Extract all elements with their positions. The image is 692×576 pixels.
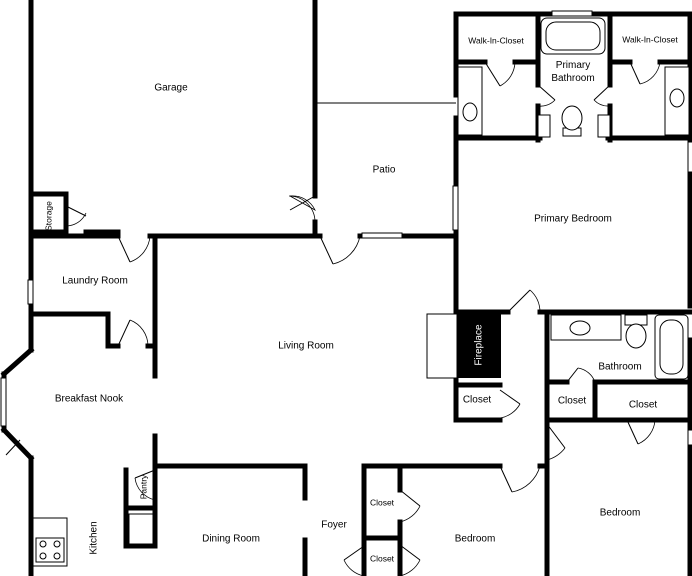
label-garage: Garage: [154, 82, 188, 94]
label-closet-bath-left: Closet: [557, 395, 587, 407]
fixtures: [32, 17, 690, 567]
label-closet-bath-right: Closet: [628, 399, 658, 411]
label-primary-bedroom: Primary Bedroom: [534, 213, 612, 225]
label-bathroom: Bathroom: [598, 361, 642, 373]
label-walk-in-closet-right: Walk-In-Closet: [622, 34, 678, 45]
label-closet-fireplace: Closet: [462, 394, 492, 406]
label-living-room: Living Room: [278, 340, 334, 352]
label-foyer: Foyer: [321, 519, 347, 531]
label-kitchen: Kitchen: [88, 521, 100, 555]
label-bedroom-right: Bedroom: [599, 507, 641, 519]
label-bedroom-middle: Bedroom: [454, 533, 496, 545]
label-patio: Patio: [372, 164, 396, 176]
windows: [0, 10, 692, 446]
label-closet-foyer-upper: Closet: [369, 497, 395, 508]
label-closet-foyer-lower: Closet: [369, 553, 395, 564]
label-laundry-room: Laundry Room: [62, 275, 128, 287]
label-primary-bathroom: Primary Bathroom: [551, 60, 595, 84]
label-fireplace: Fireplace: [473, 324, 485, 366]
label-pantry: Pantry: [138, 474, 149, 500]
label-breakfast-nook: Breakfast Nook: [54, 393, 124, 405]
label-walk-in-closet-left: Walk-In-Closet: [468, 35, 524, 46]
label-dining-room: Dining Room: [202, 533, 260, 545]
doors: [5, 61, 661, 576]
label-storage: Storage: [43, 201, 54, 231]
